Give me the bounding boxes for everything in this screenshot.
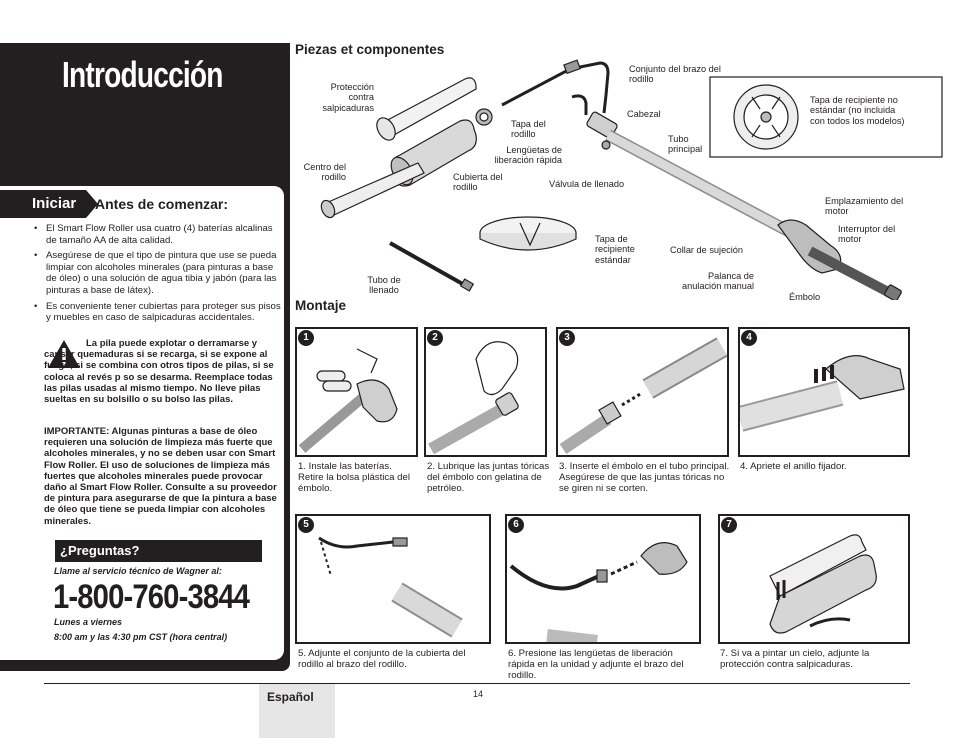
label-embolo: Émbolo xyxy=(789,292,821,302)
standard-lid-illustration xyxy=(479,216,577,251)
step-7-badge: 7 xyxy=(721,517,737,533)
battery-warning: La pila puede explotar o derramarse y ca… xyxy=(44,338,274,406)
label-lenguetas: Lengüetas de liberación rápida xyxy=(494,145,562,166)
warning-icon xyxy=(48,340,80,368)
step-5-text: 5. Adjunte el conjunto de la cubierta de… xyxy=(298,648,466,671)
footer-language-tab xyxy=(259,684,335,738)
step-2-illustration xyxy=(424,327,547,457)
roller-arm-illustration xyxy=(501,59,610,115)
start-heading: Antes de comenzar: xyxy=(95,196,229,212)
step-4-text: 4. Apriete el anillo fijador. xyxy=(740,461,847,472)
step-6-text: 6. Presione las lengüetas de liberación … xyxy=(508,648,684,682)
bullet-item: Asegúrese de que el tipo de pintura que … xyxy=(34,250,282,296)
step-2-text: 2. Lubrique las juntas tóricas del émbol… xyxy=(427,461,550,495)
page-number: 14 xyxy=(473,689,484,699)
step-6-badge: 6 xyxy=(508,517,524,533)
label-proteccion: Protección contra salpicaduras xyxy=(322,82,374,113)
assembly-heading: Montaje xyxy=(295,298,347,313)
main-tube-illustration xyxy=(586,111,791,237)
splash-guard-illustration xyxy=(376,77,477,141)
step-4-badge: 4 xyxy=(741,330,757,346)
label-conjunto: Conjunto del brazo del rodillo xyxy=(629,64,721,85)
label-palanca: Palanca de anulación manual xyxy=(681,271,754,292)
step-1-badge: 1 xyxy=(298,330,314,346)
footer-divider xyxy=(44,683,910,684)
label-tapa-estandar: Tapa de recipiente estándar xyxy=(595,234,635,265)
step-1-text: 1. Instale las baterías. Retire la bolsa… xyxy=(298,461,410,495)
label-cabezal: Cabezal xyxy=(627,109,661,119)
label-tapa-noestandar: Tapa de recipiente no estándar (no inclu… xyxy=(810,95,905,126)
support-hours: 8:00 am y las 4:30 pm CST (hora central) xyxy=(54,632,228,642)
fill-tube-illustration xyxy=(389,241,475,292)
step-1-illustration xyxy=(295,327,418,457)
questions-title: ¿Preguntas? xyxy=(55,540,262,562)
footer-language: Español xyxy=(267,690,314,704)
questions-call: Llame al servicio técnico de Wagner al: xyxy=(54,566,222,576)
roller-core-illustration xyxy=(320,162,425,219)
step-5-badge: 5 xyxy=(298,517,314,533)
step-7-illustration xyxy=(718,514,910,644)
iniciar-tab: Iniciar xyxy=(0,190,99,218)
label-tubo-principal: Tubo principal xyxy=(668,134,703,155)
label-interruptor: Interruptor del motor xyxy=(838,224,896,245)
support-phone[interactable]: 1-800-760-3844 xyxy=(53,578,250,616)
important-note: IMPORTANTE: Algunas pinturas a base de ó… xyxy=(44,426,277,527)
roller-cap-illustration xyxy=(475,108,493,126)
start-bullets: El Smart Flow Roller usa cuatro (4) bate… xyxy=(34,223,282,328)
step-7-text: 7. Si va a pintar un cielo, adjunte la p… xyxy=(720,648,870,671)
step-3-badge: 3 xyxy=(559,330,575,346)
step-6-illustration xyxy=(505,514,701,644)
step-3-text: 3. Inserte el émbolo en el tubo principa… xyxy=(559,461,730,495)
label-cubierta: Cubierta del rodillo xyxy=(453,172,503,193)
label-valvula: Válvula de llenado xyxy=(549,179,625,189)
step-3-illustration xyxy=(556,327,729,457)
parts-heading: Piezas et componentes xyxy=(295,42,445,57)
nonstandard-lid-illustration xyxy=(733,84,799,150)
step-5-illustration xyxy=(295,514,491,644)
label-collar: Collar de sujeción xyxy=(670,245,744,255)
motor-housing-illustration xyxy=(777,219,902,300)
label-tapa-rodillo: Tapa del rodillo xyxy=(511,119,546,140)
bullet-item: Es conveniente tener cubiertas para prot… xyxy=(34,301,282,324)
support-days: Lunes a viernes xyxy=(54,617,123,627)
step-4-illustration xyxy=(738,327,910,457)
label-emplazamiento: Emplazamiento del motor xyxy=(825,196,904,217)
step-2-badge: 2 xyxy=(427,330,443,346)
label-tubo-llenado: Tubo de llenado xyxy=(367,275,401,296)
parts-diagram xyxy=(320,59,943,300)
bullet-item: El Smart Flow Roller usa cuatro (4) bate… xyxy=(34,223,282,246)
page-title: Introducción xyxy=(62,54,223,95)
label-centro: Centro del rodillo xyxy=(303,162,346,183)
